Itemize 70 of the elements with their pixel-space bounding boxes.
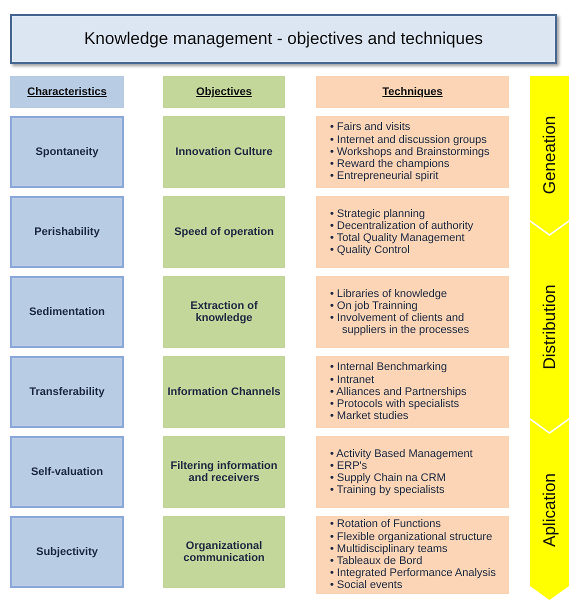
bullet-item: • Multidisciplinary teams — [330, 542, 449, 555]
bullet-item: • Libraries of knowledge — [330, 288, 448, 300]
bullet-item: • Flexible organizational structure — [330, 530, 494, 543]
header-label: Characteristics — [27, 86, 107, 98]
characteristic-box — [10, 436, 124, 508]
bullet-item: • Tableaux de Bord — [330, 555, 424, 568]
bullet-item: • Reward the champions — [330, 158, 450, 170]
objective-box — [163, 516, 285, 588]
cell-label: Speed of operation — [174, 226, 274, 238]
characteristic-box — [10, 276, 124, 348]
bullet-item: • Intranet — [330, 374, 376, 386]
cell-label: Self-valuation — [30, 466, 104, 478]
techniques-box — [316, 116, 509, 188]
bullet-item: • ERP's — [330, 460, 368, 472]
techniques-box — [316, 356, 509, 428]
characteristic-box — [10, 356, 124, 428]
objective-box — [163, 196, 285, 268]
bullet-item: • Protocols with specialists — [330, 398, 460, 410]
chevron-band — [530, 420, 569, 600]
bullet-item: • Social events — [330, 579, 404, 592]
cell-label: Perishability — [34, 226, 100, 238]
bullet-item: • Involvement of clients and suppliers in the processes — [330, 312, 470, 336]
cell-label: Subjectivity — [36, 546, 98, 558]
techniques-box — [316, 196, 509, 268]
bullet-item: • Rotation of Functions — [330, 518, 442, 531]
techniques-box — [316, 516, 509, 594]
column-header — [316, 76, 509, 108]
bullet-item: • Market studies — [330, 410, 410, 422]
objective-box — [163, 116, 285, 188]
bullet-item: • Strategic planning — [330, 208, 426, 220]
phase-label: Geneation — [540, 116, 560, 194]
bullet-item: • Internet and discussion groups — [330, 134, 488, 146]
techniques-box — [316, 276, 509, 348]
chevron-band — [530, 76, 569, 234]
objective-box — [163, 356, 285, 428]
bullet-item: • Internal Benchmarking — [330, 361, 448, 374]
bullet-item: • Integrated Performance Analysis — [330, 567, 496, 580]
header-label: Techniques — [382, 86, 443, 98]
characteristic-box — [10, 196, 124, 268]
phase-label: Distribution — [540, 284, 560, 370]
characteristic-box — [10, 516, 124, 588]
cell-label: Extraction of knowledge — [189, 300, 259, 324]
objective-box — [163, 436, 285, 508]
bullet-item: • Quality Control — [330, 244, 411, 256]
bullet-item: • Training by specialists — [330, 484, 446, 496]
cell-label: Filtering information and receivers — [170, 460, 278, 484]
bullet-item: • Entrepreneurial spirit — [330, 170, 440, 182]
cell-label: Organizational communication — [182, 540, 266, 564]
techniques-box — [316, 436, 509, 508]
bullet-item: • Decentralization of authority — [330, 220, 474, 232]
bullet-item: • Fairs and visits — [330, 121, 412, 134]
bullet-item: • On job Trainning — [330, 300, 419, 312]
objective-box — [163, 276, 285, 348]
cell-label: Sedimentation — [29, 306, 105, 318]
bullet-item: • Total Quality Management — [330, 232, 466, 244]
bullet-item: • Supply Chain na CRM — [330, 472, 447, 484]
title: Knowledge management - objectives and techniques — [84, 29, 483, 49]
cell-label: Information Channels — [167, 386, 281, 398]
bullet-item: • Alliances and Partnerships — [330, 386, 467, 398]
column-header — [10, 76, 124, 108]
bullet-item: • Workshops and Brainstormings — [330, 146, 490, 158]
cell-label: Transferability — [29, 386, 105, 398]
cell-label: Innovation Culture — [175, 146, 273, 158]
chevron-band — [530, 222, 569, 432]
column-header — [163, 76, 285, 108]
bullet-item: • Activity Based Management — [330, 448, 473, 460]
header-label: Objectives — [196, 86, 252, 98]
characteristic-box — [10, 116, 124, 188]
cell-label: Spontaneity — [36, 146, 98, 158]
phase-label: Aplication — [540, 473, 560, 547]
